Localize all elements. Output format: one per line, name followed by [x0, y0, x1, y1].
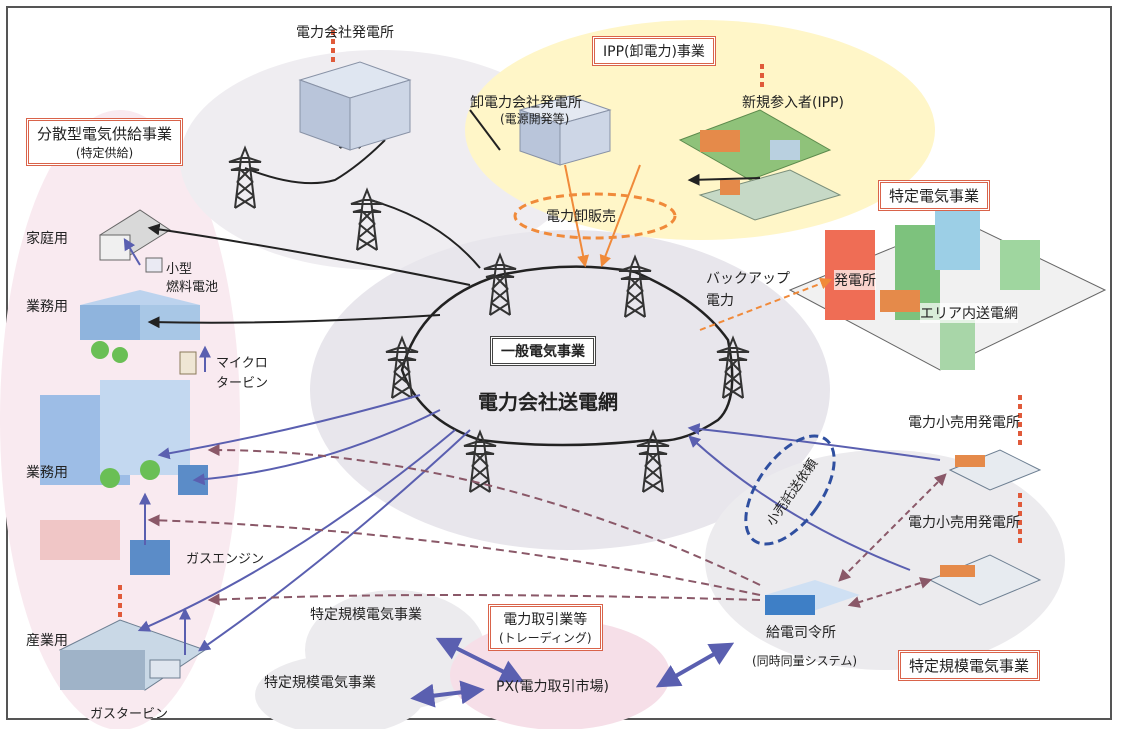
- arrow-ipp-in: [687, 173, 761, 186]
- arrow-dashed-4: [838, 473, 947, 582]
- trading-box: 電力取引業等 (トレーディング): [488, 604, 603, 651]
- power-plant-icon: [298, 30, 412, 151]
- business-label-1: 業務用: [26, 299, 68, 315]
- power-plant-icon: [518, 95, 612, 166]
- wholesale-sales-label: 電力卸販売: [546, 209, 616, 225]
- simultaneous-system-label: (同時同量システム): [752, 654, 858, 668]
- arrow-grid-to-gasengine: [192, 409, 441, 486]
- household-label: 家庭用: [26, 231, 68, 247]
- general-electric-box: 一般電気事業: [490, 336, 596, 366]
- ipp-business-label: IPP(卸電力)事業: [603, 44, 705, 60]
- ipp-business-box: IPP(卸電力)事業: [592, 36, 716, 66]
- arrow-pps-to-px: [435, 637, 525, 683]
- trading-sub: (トレーディング): [499, 631, 592, 645]
- arrow-business-line: [147, 314, 441, 329]
- arrow-wholesale-2: [599, 164, 641, 268]
- wholesale-plant-sub: (電源開発等): [500, 112, 570, 126]
- wholesale-plant-label: 卸電力会社発電所: [470, 95, 582, 111]
- control-center-icon: [765, 580, 860, 615]
- pps-box-right: 特定規模電気事業: [898, 650, 1041, 681]
- arrow-grid-to-industrial: [198, 429, 471, 652]
- pps-label-1: 特定規模電気事業: [310, 607, 422, 623]
- power-plant-icon: [678, 64, 832, 181]
- trading-label: 電力取引業等: [503, 612, 588, 628]
- specified-electric-box: 特定電気事業: [878, 180, 991, 211]
- backup-power-label-2: 電力: [706, 293, 734, 309]
- micro-turbine-label-1: マイクロ: [216, 356, 268, 371]
- gas-turbine-label: ガスタービン: [90, 707, 169, 722]
- utility-grid-label: 電力会社送電網: [478, 390, 618, 414]
- power-plant-icon: [948, 395, 1042, 491]
- power-station-label: 発電所: [834, 270, 876, 290]
- wheeling-request-oval: [744, 434, 836, 546]
- arrow-px-to-dispatch: [655, 642, 735, 688]
- distributed-sub: (特定供給): [75, 146, 134, 160]
- office-building-icon: [40, 520, 170, 575]
- retail-plant-label-1: 電力小売用発電所: [908, 415, 1020, 431]
- pps-label-2: 特定規模電気事業: [264, 675, 376, 691]
- arrow-backup: [699, 277, 833, 331]
- business-label-2: 業務用: [26, 465, 68, 481]
- distributed-title: 分散型電気供給事業: [37, 125, 173, 143]
- grid-loop-line: [400, 265, 734, 447]
- backup-power-label-1: バックアップ: [706, 271, 790, 287]
- arrow-pps2-to-px: [410, 680, 485, 708]
- arrow-grid-to-business: [157, 394, 421, 460]
- fuel-cell-icon: [145, 257, 163, 273]
- micro-turbine-label-2: タービン: [216, 376, 269, 391]
- power-plant-icon: [928, 493, 1042, 606]
- gas-engine-label: ガスエンジン: [186, 552, 265, 567]
- small-fuel-cell-label-1: 小型: [166, 262, 193, 277]
- upper-line-1: [244, 139, 386, 185]
- upper-line-2: [369, 199, 481, 269]
- plant-to-grid-line: [469, 109, 501, 151]
- arrow-fuelcell: [123, 237, 141, 266]
- small-fuel-cell-label-2: 燃料電池: [166, 280, 219, 295]
- arrow-dashed-1: [207, 444, 761, 586]
- px-label: PX(電力取引市場): [496, 679, 609, 695]
- new-entrant-label: 新規参入者(IPP): [742, 95, 844, 111]
- utility-plant-label: 電力会社発電所: [296, 25, 394, 41]
- dispatch-center-label: 給電司令所: [766, 625, 836, 641]
- arrow-retail1-to-grid: [687, 423, 941, 461]
- retail-plant-label-2: 電力小売用発電所: [908, 515, 1020, 531]
- pps-bubble-2: [255, 655, 425, 729]
- specified-electric-label: 特定電気事業: [889, 187, 980, 205]
- area-grid-label: エリア内送電網: [920, 303, 1018, 323]
- gas-turbine-icon: [149, 659, 181, 679]
- distributed-supply-box: 分散型電気供給事業 (特定供給): [26, 118, 184, 166]
- wholesale-sales-oval: [513, 192, 677, 240]
- pps-label-3: 特定規模電気事業: [909, 657, 1030, 675]
- industrial-label: 産業用: [26, 633, 68, 649]
- arrow-wholesale-1: [564, 164, 590, 268]
- fuel-cell-icon: [179, 351, 197, 375]
- arrow-household-line: [147, 223, 471, 286]
- office-building-icon: [40, 380, 190, 488]
- arrow-dashed-3: [207, 593, 761, 606]
- general-electric-label: 一般電気事業: [501, 344, 585, 360]
- arrow-dashed-5: [847, 577, 933, 608]
- city-block-icon: [788, 210, 1107, 371]
